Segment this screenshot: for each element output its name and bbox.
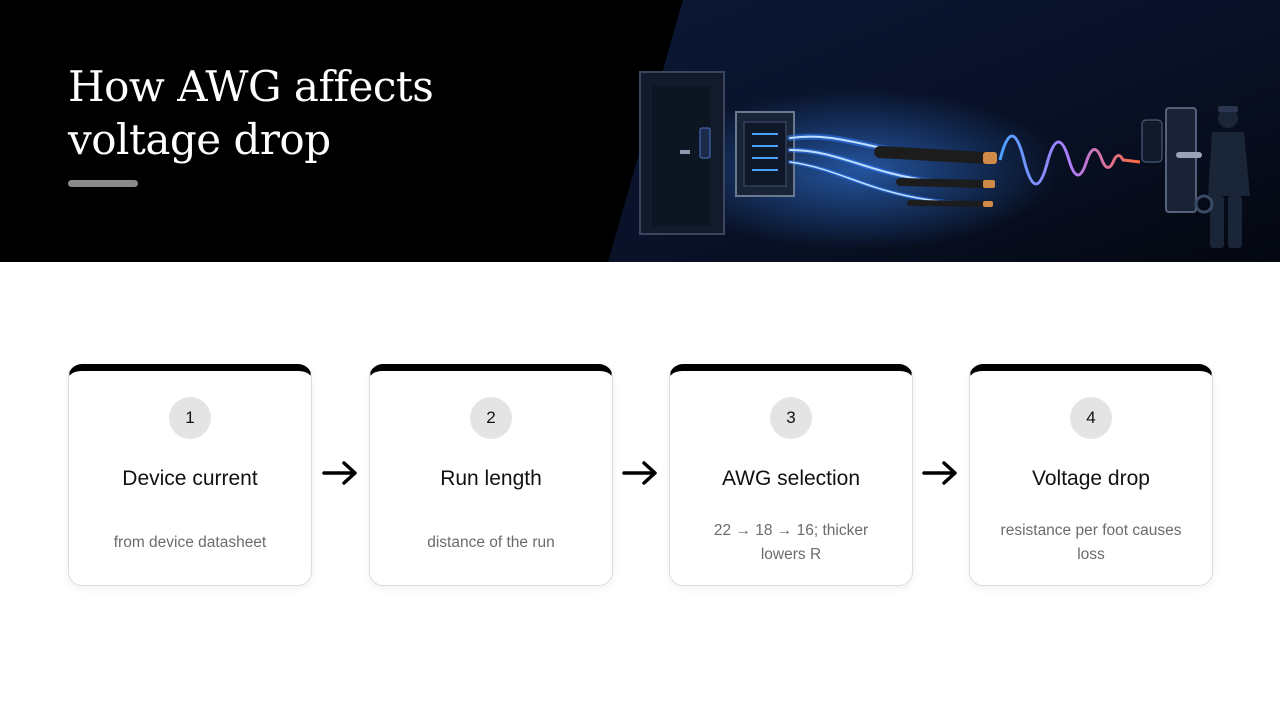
step-description-line-1: 22 → 18 → 16; thicker <box>713 522 869 539</box>
wire-bundle-icon <box>787 133 997 207</box>
step-title: Run length <box>440 467 542 490</box>
step-title: AWG selection <box>721 467 861 490</box>
title-line-1: How AWG affects <box>68 62 434 111</box>
step-description-line-1: resistance per foot causes <box>1000 522 1182 539</box>
header-banner: How AWG affects voltage drop <box>0 0 1280 262</box>
step-description-line-2: lowers R <box>760 546 822 563</box>
step-card-4: 4 Voltage drop resistance per foot cause… <box>969 364 1213 586</box>
step-card-3: 3 AWG selection 22 → 18 → 16; thicker lo… <box>669 364 913 586</box>
step-title: Device current <box>122 467 258 490</box>
step-description-line-1: from device datasheet <box>113 534 267 551</box>
technician-icon <box>1194 106 1250 248</box>
arrow-right-icon <box>622 461 657 485</box>
door-lock-icon <box>1141 107 1202 213</box>
step-card-1: 1 Device current from device datasheet <box>68 364 312 586</box>
process-steps: 1 Device current from device datasheet 2… <box>0 364 1280 586</box>
title-line-2: voltage drop <box>68 115 331 164</box>
step-number-badge: 1 <box>169 397 211 439</box>
arrow-right-icon <box>322 461 357 485</box>
step-description: resistance per foot causes loss <box>988 515 1194 571</box>
arrow-right-icon <box>922 461 957 485</box>
step-card-2: 2 Run length distance of the run <box>369 364 613 586</box>
step-description-line-1: distance of the run <box>427 534 555 551</box>
step-description-line-2: loss <box>1077 546 1105 563</box>
step-description: distance of the run <box>388 515 594 571</box>
step-description: 22 → 18 → 16; thicker lowers R <box>688 515 894 571</box>
door-icon <box>639 71 725 235</box>
page-title: How AWG affects voltage drop <box>68 60 528 166</box>
signal-wave-icon <box>998 134 1141 186</box>
step-number-badge: 3 <box>770 397 812 439</box>
hero-illustration <box>608 0 1280 262</box>
step-description: from device datasheet <box>87 515 293 571</box>
panel-icon <box>735 111 795 197</box>
step-number-badge: 4 <box>1070 397 1112 439</box>
title-underline <box>68 180 138 187</box>
step-title: Voltage drop <box>1032 467 1150 490</box>
step-number-badge: 2 <box>470 397 512 439</box>
